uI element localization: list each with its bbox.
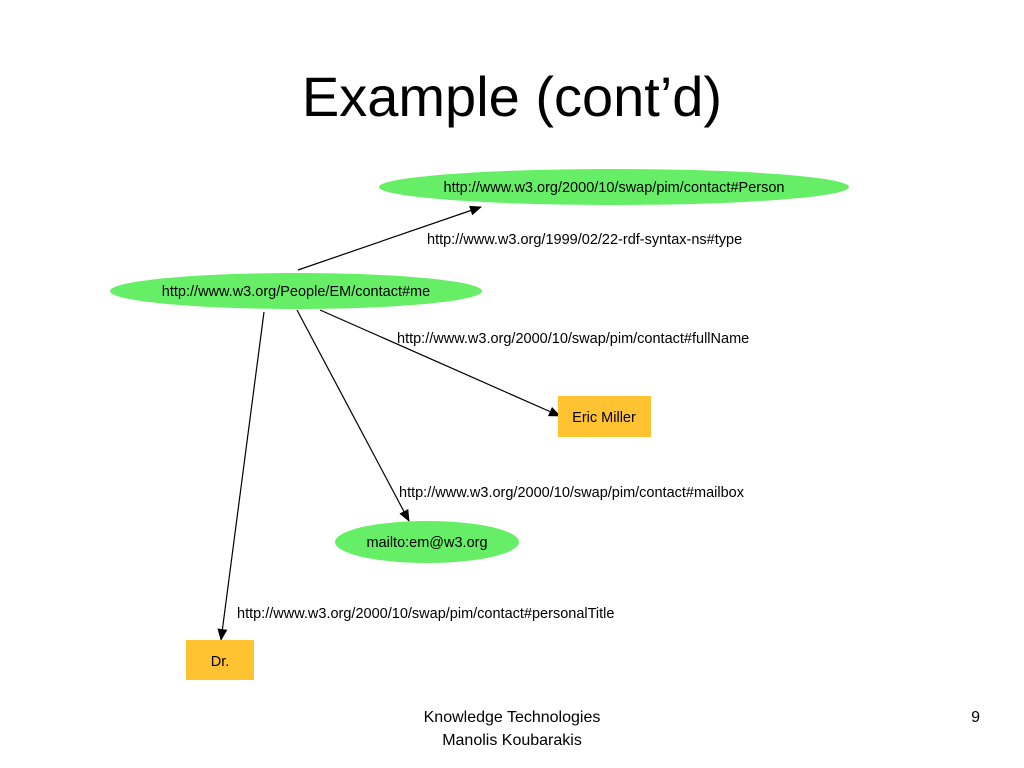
node-me-label: http://www.w3.org/People/EM/contact#me <box>162 284 430 300</box>
node-mailbox-label: mailto:em@w3.org <box>366 535 487 551</box>
node-dr: Dr. <box>186 640 254 680</box>
footer-course-title: Knowledge Technologies <box>423 709 601 726</box>
page-number: 9 <box>971 709 980 726</box>
node-me: http://www.w3.org/People/EM/contact#me <box>110 273 482 309</box>
edge-type-label: http://www.w3.org/1999/02/22-rdf-syntax-… <box>427 232 742 248</box>
node-eric-miller-label: Eric Miller <box>572 410 636 426</box>
literal-node-shape <box>186 640 254 680</box>
node-person-label: http://www.w3.org/2000/10/swap/pim/conta… <box>444 180 785 196</box>
resource-node-shape <box>379 169 849 205</box>
edge-mailbox-label: http://www.w3.org/2000/10/swap/pim/conta… <box>399 485 745 501</box>
edge-type-arrow <box>297 205 482 271</box>
literal-node-shape <box>558 396 651 437</box>
node-eric-miller: Eric Miller <box>558 396 651 437</box>
resource-node-shape <box>335 521 519 563</box>
edges <box>217 205 561 641</box>
resource-node-shape <box>110 273 482 309</box>
footer: Knowledge Technologies Manolis Koubaraki… <box>312 706 712 752</box>
node-dr-label: Dr. <box>211 654 230 670</box>
edge-fullname-label: http://www.w3.org/2000/10/swap/pim/conta… <box>397 331 749 347</box>
node-person: http://www.w3.org/2000/10/swap/pim/conta… <box>379 169 849 205</box>
footer-author: Manolis Koubarakis <box>442 732 582 749</box>
edge-fullname-arrow <box>319 309 561 417</box>
node-mailbox: mailto:em@w3.org <box>335 521 519 563</box>
edge-personal-title-arrow <box>217 311 265 641</box>
slide-title: Example (cont’d) <box>301 65 723 128</box>
edge-mailbox-arrow <box>296 309 410 522</box>
edge-personal-title-label: http://www.w3.org/2000/10/swap/pim/conta… <box>237 606 614 622</box>
